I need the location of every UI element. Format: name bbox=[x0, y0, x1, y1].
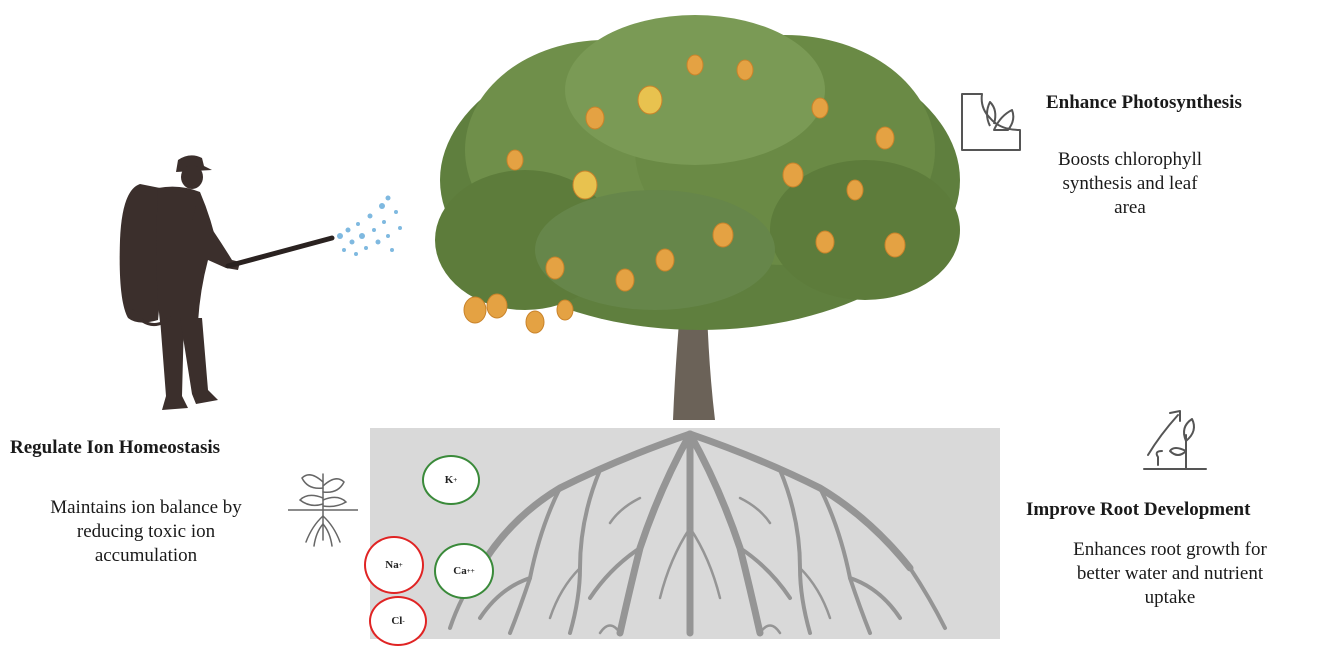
root-development-title: Improve Root Development bbox=[1026, 499, 1250, 521]
farmer-sprayer-illustration bbox=[100, 150, 420, 415]
photosynthesis-title: Enhance Photosynthesis bbox=[1046, 92, 1242, 114]
root-system-illustration bbox=[440, 428, 960, 639]
spray-droplets bbox=[337, 196, 402, 257]
ion-sodium-charge: + bbox=[399, 561, 403, 569]
plant-with-roots-icon bbox=[288, 466, 358, 556]
ion-potassium-charge: + bbox=[453, 476, 457, 484]
ion-potassium-label: K bbox=[445, 474, 454, 486]
ion-sodium-label: Na bbox=[385, 559, 398, 571]
ion-sodium: Na+ bbox=[364, 536, 424, 594]
spray-wand bbox=[228, 238, 332, 266]
ion-calcium-charge: ++ bbox=[467, 567, 475, 575]
ion-chloride-label: Cl bbox=[391, 615, 402, 627]
ion-calcium-label: Ca bbox=[453, 565, 466, 577]
plant-leaf-icon bbox=[960, 90, 1022, 154]
ion-homeostasis-title: Regulate Ion Homeostasis bbox=[10, 437, 220, 459]
farmer-leg-right bbox=[180, 318, 218, 404]
ion-calcium: Ca++ bbox=[434, 543, 494, 599]
photosynthesis-description: Boosts chlorophyll synthesis and leaf ar… bbox=[1030, 148, 1230, 220]
mango-tree-illustration bbox=[425, 10, 975, 430]
farmer-head bbox=[181, 165, 203, 189]
plant-growth-arrow-icon bbox=[1140, 405, 1210, 473]
ion-potassium: K+ bbox=[422, 455, 480, 505]
root-development-description: Enhances root growth for better water an… bbox=[1030, 538, 1310, 610]
ion-homeostasis-description: Maintains ion balance by reducing toxic … bbox=[6, 496, 286, 568]
ion-chloride-charge: - bbox=[402, 617, 404, 625]
